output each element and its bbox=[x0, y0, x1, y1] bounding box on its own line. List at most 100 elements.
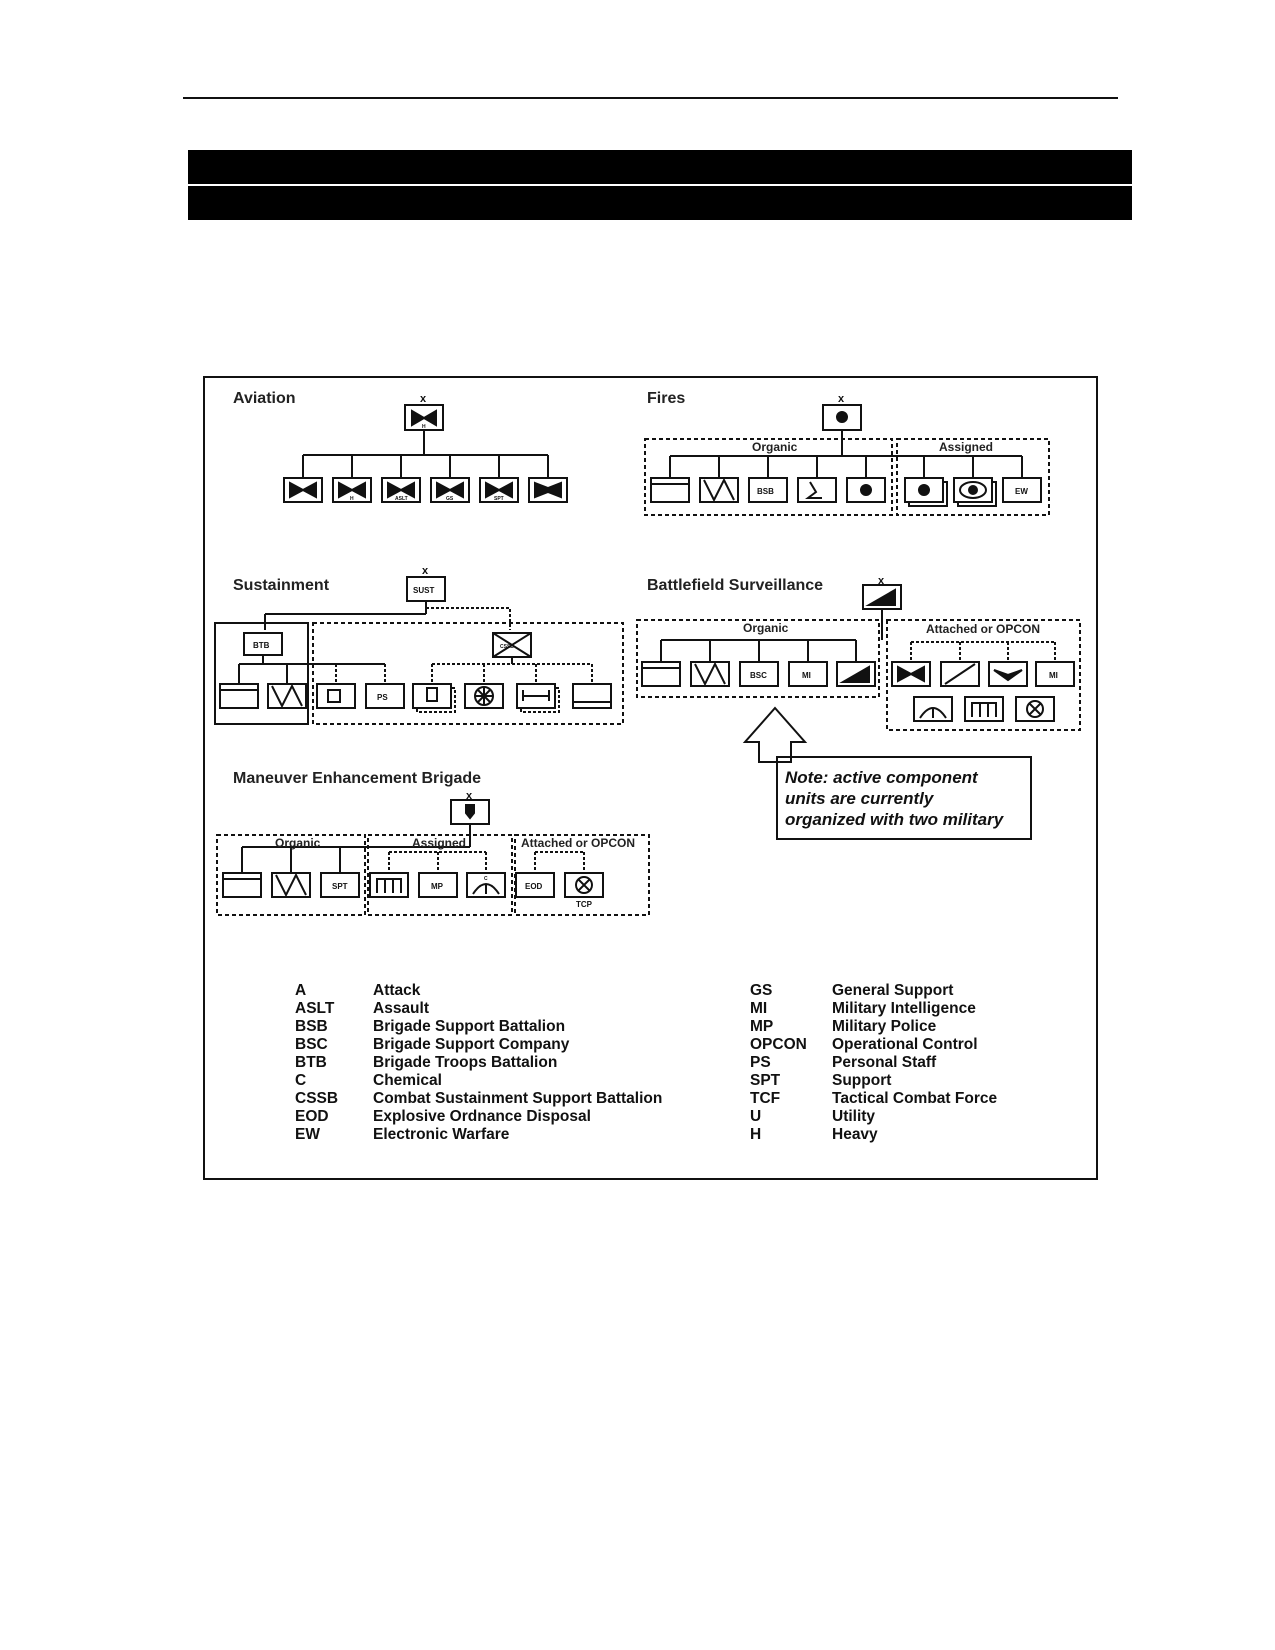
legend-meaning: Chemical bbox=[373, 1072, 442, 1089]
legend-meaning: Combat Sustainment Support Battalion bbox=[373, 1090, 662, 1107]
bfsb-bsc-label: BSC bbox=[750, 671, 767, 680]
fires-organic-label: Organic bbox=[752, 440, 798, 454]
legend-meaning: Attack bbox=[373, 982, 421, 999]
legend-abbr: CSSB bbox=[295, 1090, 338, 1107]
legend-abbr: TCF bbox=[750, 1090, 780, 1107]
legend-right: GS General Support MI Military Intellige… bbox=[750, 982, 997, 1143]
legend-meaning: Assault bbox=[373, 1000, 429, 1017]
fires-assigned-label: Assigned bbox=[939, 440, 993, 454]
legend-meaning: General Support bbox=[832, 982, 953, 999]
sustainment-cssb-label: CSSB bbox=[500, 644, 514, 650]
legend-abbr: H bbox=[750, 1126, 761, 1143]
aviation-unit-6 bbox=[528, 477, 568, 503]
bfsb-attached-mi-label: MI bbox=[1049, 671, 1058, 680]
legend-meaning: Brigade Support Battalion bbox=[373, 1018, 565, 1035]
legend-abbr: SPT bbox=[750, 1072, 781, 1089]
legend-meaning: Support bbox=[832, 1072, 891, 1089]
legend-abbr: PS bbox=[750, 1054, 771, 1071]
aviation-title: Aviation bbox=[233, 390, 296, 407]
legend-meaning: Tactical Combat Force bbox=[832, 1090, 997, 1107]
aviation-chart bbox=[283, 404, 568, 503]
meb-organic-group bbox=[216, 834, 366, 916]
sustainment-btb-label: BTB bbox=[253, 641, 270, 650]
note-line-1: Note: active component bbox=[785, 768, 979, 787]
legend-abbr: MP bbox=[750, 1018, 773, 1035]
fires-chart bbox=[644, 404, 1050, 516]
legend-meaning: Personal Staff bbox=[832, 1054, 937, 1071]
legend-meaning: Electronic Warfare bbox=[373, 1126, 510, 1143]
legend-meaning: Brigade Troops Battalion bbox=[373, 1054, 557, 1071]
meb-title: Maneuver Enhancement Brigade bbox=[233, 770, 481, 787]
figure-frame bbox=[203, 376, 1098, 1180]
legend-meaning: Operational Control bbox=[832, 1036, 978, 1053]
legend-abbr: EOD bbox=[295, 1108, 329, 1125]
bfsb-mi-label: MI bbox=[802, 671, 811, 680]
aviation-unit-4-label: GS bbox=[446, 496, 454, 502]
bfsb-organic-label: Organic bbox=[743, 621, 789, 635]
battlefield-surveillance-chart bbox=[636, 584, 1081, 840]
meb-mp-label: MP bbox=[431, 882, 444, 891]
header-rule bbox=[183, 97, 1118, 99]
legend-meaning: Heavy bbox=[832, 1126, 878, 1143]
title-bar bbox=[188, 150, 1132, 184]
fires-bsb-label: BSB bbox=[757, 487, 774, 496]
meb-assigned-group bbox=[367, 834, 513, 916]
sustainment-title: Sustainment bbox=[233, 577, 330, 594]
note-box bbox=[776, 756, 1032, 840]
fires-ew-label: EW bbox=[1015, 487, 1028, 496]
subtitle-bar bbox=[188, 186, 1132, 220]
aviation-unit-4 bbox=[430, 477, 470, 503]
aviation-unit-boxes bbox=[283, 455, 568, 503]
legend-abbr: ASLT bbox=[295, 1000, 335, 1017]
legend-abbr: BSB bbox=[295, 1018, 328, 1035]
legend-abbr: A bbox=[295, 982, 306, 999]
bfsb-attached-group bbox=[886, 619, 1081, 731]
sustainment-ps-label: PS bbox=[377, 693, 388, 702]
bfsb-attached-label: Attached or OPCON bbox=[926, 622, 1040, 636]
aviation-unit-2-label: H bbox=[350, 496, 354, 502]
sustainment-cssb-group bbox=[312, 622, 624, 725]
legend-abbr: OPCON bbox=[750, 1036, 807, 1053]
aviation-echelon-marker: x bbox=[420, 393, 427, 405]
aviation-unit-1 bbox=[283, 477, 323, 503]
bfsb-organic-group bbox=[636, 619, 880, 698]
legend-abbr: MI bbox=[750, 1000, 767, 1017]
bfsb-echelon-marker: x bbox=[878, 575, 885, 587]
meb-spt-label: SPT bbox=[332, 882, 348, 891]
meb-tcp-label: TCP bbox=[576, 900, 593, 909]
legend-left: A Attack ASLT Assault BSB Brigade Suppor… bbox=[295, 982, 662, 1143]
sustainment-btb-group bbox=[214, 622, 309, 725]
sustainment-chart bbox=[214, 576, 624, 725]
aviation-hq-label: H bbox=[422, 424, 426, 430]
fires-title: Fires bbox=[647, 390, 685, 407]
meb-eod-label: EOD bbox=[525, 882, 543, 891]
legend-abbr: C bbox=[295, 1072, 306, 1089]
fires-echelon-marker: x bbox=[838, 393, 845, 405]
legend-meaning: Brigade Support Company bbox=[373, 1036, 570, 1053]
sustainment-echelon-marker: x bbox=[422, 565, 429, 577]
legend-abbr: U bbox=[750, 1108, 761, 1125]
meb-echelon-marker: x bbox=[466, 790, 473, 802]
legend-abbr: BTB bbox=[295, 1054, 327, 1071]
meb-chem-label: C bbox=[484, 876, 488, 882]
legend-abbr: EW bbox=[295, 1126, 320, 1143]
legend-meaning: Explosive Ordnance Disposal bbox=[373, 1108, 591, 1125]
note-line-2: units are currently bbox=[785, 789, 935, 808]
aviation-unit-5 bbox=[479, 477, 519, 503]
legend-meaning: Military Police bbox=[832, 1018, 937, 1035]
fires-assigned-group bbox=[896, 438, 1050, 516]
meb-assigned-label: Assigned bbox=[412, 836, 466, 850]
bfsb-title: Battlefield Surveillance bbox=[647, 577, 823, 594]
sustainment-hq-label: SUST bbox=[413, 586, 434, 595]
aviation-hq-icon bbox=[411, 409, 437, 427]
maneuver-enhancement-chart bbox=[216, 799, 650, 916]
aviation-unit-3 bbox=[381, 477, 421, 503]
aviation-unit-5-label: SPT bbox=[494, 496, 504, 502]
legend-meaning: Military Intelligence bbox=[832, 1000, 976, 1017]
aviation-unit-3-label: ASLT bbox=[395, 496, 408, 502]
meb-organic-label: Organic bbox=[275, 836, 321, 850]
note-line-3: organized with two military bbox=[785, 810, 1005, 829]
meb-attached-label: Attached or OPCON bbox=[521, 836, 635, 850]
legend-meaning: Utility bbox=[832, 1108, 875, 1125]
